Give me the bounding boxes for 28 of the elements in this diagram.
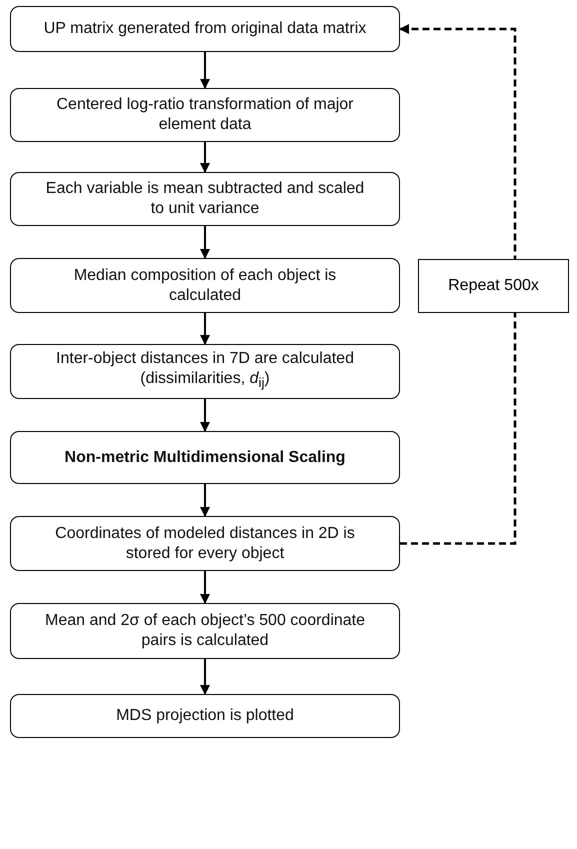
arrow — [200, 313, 210, 345]
step-text: Each variable is mean subtracted and scaled to unit variance — [44, 179, 366, 219]
step-text: MDS projection is plotted — [116, 706, 294, 726]
edge-label: Repeat 500x — [418, 259, 569, 313]
step-text: UP matrix generated from original data matrix — [44, 19, 366, 39]
step-text: Inter-object distances in 7D are calculated (dissimilarities, d$_{ij}$) — [55, 349, 355, 393]
process-box — [10, 344, 400, 399]
process-box — [10, 172, 400, 226]
step-text: Centered log-ratio transformation of major element data — [55, 95, 355, 135]
process-box — [10, 88, 400, 142]
arrow — [200, 226, 210, 259]
arrow — [200, 484, 210, 517]
arrow — [200, 659, 210, 695]
arrow — [200, 52, 210, 89]
process-box — [10, 431, 400, 484]
process-box — [10, 516, 400, 571]
process-box — [10, 694, 400, 738]
step-text: Median composition of each object is calculated — [72, 266, 338, 306]
dashed-loop-arrow — [399, 24, 516, 545]
step-text: Mean and 2σ of each object’s 500 coordinate pairs is calculated — [44, 611, 366, 651]
arrow — [200, 399, 210, 432]
step-text: Non-metric Multidimensional Scaling — [64, 448, 346, 468]
process-box — [10, 603, 400, 659]
step-text: Coordinates of modeled distances in 2D is stored for every object — [54, 524, 356, 564]
arrow — [200, 142, 210, 173]
process-box — [10, 258, 400, 313]
process-box — [10, 6, 400, 52]
arrow — [200, 571, 210, 604]
